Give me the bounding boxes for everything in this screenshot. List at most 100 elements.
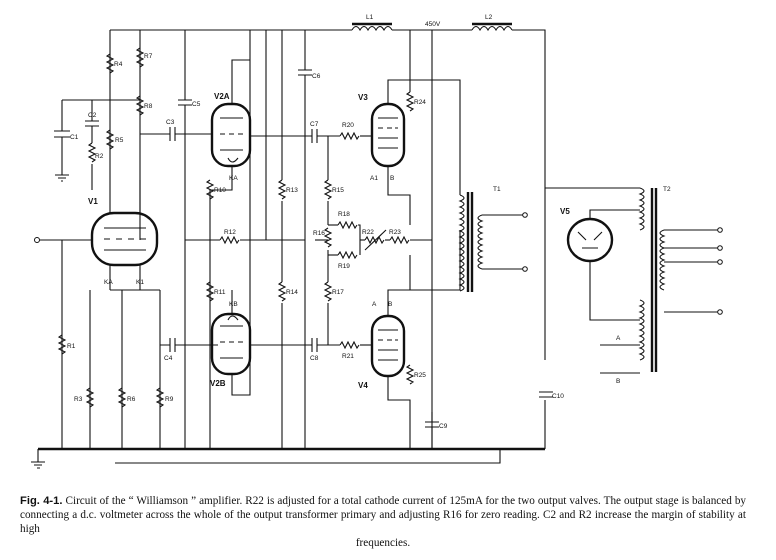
c7-label: C7 [310, 121, 319, 128]
r15-label: R15 [332, 187, 344, 194]
resistor-r18: R18 [328, 211, 361, 255]
c4-label: C4 [164, 355, 173, 362]
t2-terminal-4 [717, 309, 723, 315]
r24-label: R24 [414, 99, 426, 106]
resistor-r14: R14 [278, 240, 298, 449]
r18-label: R18 [338, 211, 350, 218]
t1-label: T1 [493, 186, 501, 193]
r23-label: R23 [389, 229, 401, 236]
resistor-r8: R8 [136, 95, 153, 116]
valve-v2a: V2A KA [210, 92, 252, 182]
resistor-r16: R16 [313, 227, 332, 248]
c2-label: C2 [88, 112, 97, 119]
r8-label: R8 [144, 103, 153, 110]
valve-v1: V1 KA K1 [88, 197, 159, 290]
valve-v3: V3 A1 B [358, 93, 406, 182]
capacitor-c5: C5 [178, 30, 201, 449]
resistor-r6: R6 [118, 387, 136, 408]
v1-pin-k1: K1 [136, 279, 144, 286]
capacitor-c8: C8 [250, 338, 340, 362]
v3-label: V3 [358, 93, 368, 102]
t2-label: T2 [663, 186, 671, 193]
resistor-r25: R25 [406, 364, 426, 385]
capacitor-c6: C6 [298, 30, 321, 449]
r4-label: R4 [114, 61, 123, 68]
resistor-r22: R22 [360, 229, 387, 251]
c1-label: C1 [70, 134, 79, 141]
resistor-r24: R24 [406, 91, 426, 112]
rectifier-feed [544, 187, 640, 449]
r19-label: R19 [338, 263, 350, 270]
r11-label: R11 [214, 289, 226, 296]
t2-terminal-3 [717, 259, 723, 265]
resistor-r11: R11 [206, 281, 226, 302]
v1-plate-wires [109, 130, 141, 213]
v1-pin-ka: KA [104, 279, 113, 286]
resistor-r12: R12 [185, 229, 305, 244]
resistor-r7: R7 [136, 47, 153, 68]
r1-label: R1 [67, 343, 76, 350]
resistor-r4: R4 [106, 53, 123, 74]
r2-label: R2 [95, 153, 104, 160]
l2-label: L2 [485, 14, 493, 21]
valve-v5: V5 [560, 207, 640, 321]
v2b-pin-kb: KB [229, 301, 238, 308]
figure-number: Fig. 4-1. [20, 495, 63, 507]
resistor-r2: R2 [88, 142, 104, 190]
v4-label: V4 [358, 381, 368, 390]
c3-label: C3 [166, 119, 175, 126]
r6-label: R6 [127, 396, 136, 403]
transformer-t2: T2 A B [600, 186, 720, 385]
r10-label: R10 [214, 187, 226, 194]
c8-label: C8 [310, 355, 319, 362]
resistor-r21: R21 [339, 341, 372, 360]
v3-v4-wires [387, 30, 461, 449]
hv-label: 450V [425, 21, 441, 28]
transformer-t1: T1 [458, 186, 525, 292]
r13-label: R13 [286, 187, 298, 194]
v2b-label: V2B [210, 379, 226, 388]
v4-pin-b: B [388, 301, 392, 308]
r17-label: R17 [332, 289, 344, 296]
choke-l1: L1 [351, 14, 393, 32]
c9-label: C9 [439, 423, 448, 430]
v3-pin-b: B [390, 175, 394, 182]
l1-label: L1 [366, 14, 374, 21]
r5-label: R5 [115, 137, 124, 144]
t2-tap-a: A [616, 335, 621, 342]
figure-caption: Fig. 4-1. Circuit of the “ Williamson ” … [20, 494, 746, 550]
input-terminal [34, 237, 40, 243]
resistor-r1: R1 [58, 334, 76, 355]
capacitor-c1: C1 [54, 100, 79, 182]
caption-text: Circuit of the “ Williamson ” amplifier.… [20, 495, 747, 535]
caption-last-line: frequencies. [355, 537, 411, 549]
resistor-r15: R15 [324, 136, 344, 225]
r25-label: R25 [414, 372, 426, 379]
v2-wires [185, 30, 267, 449]
v1-label: V1 [88, 197, 98, 206]
capacitor-c3: C3 [140, 119, 185, 141]
feedback-line [115, 449, 501, 464]
resistor-r19: R19 [328, 251, 358, 270]
v2a-pin-ka: KA [229, 175, 238, 182]
c5-label: C5 [192, 101, 201, 108]
v4-pin-a: A [372, 301, 377, 308]
resistor-r13: R13 [278, 30, 298, 240]
t2-terminal-1 [717, 227, 723, 233]
capacitor-c2: C2 [85, 100, 99, 143]
v5-label: V5 [560, 207, 570, 216]
r3-label: R3 [74, 396, 83, 403]
resistor-r10: R10 [206, 179, 226, 200]
williamson-schematic: L1 L2 450V V1 KA K1 C1 C2 R2 R4 R5 R7 R8… [31, 14, 723, 469]
choke-l2: L2 [471, 14, 513, 32]
r7-label: R7 [144, 53, 153, 60]
c6-label: C6 [312, 73, 321, 80]
capacitor-c9: C9 [425, 412, 448, 449]
r12-label: R12 [224, 229, 236, 236]
t2-terminal-2 [717, 245, 723, 251]
resistor-r5: R5 [106, 129, 124, 150]
t2-tap-b: B [616, 378, 620, 385]
r14-label: R14 [286, 289, 298, 296]
ground-symbol [31, 449, 45, 469]
